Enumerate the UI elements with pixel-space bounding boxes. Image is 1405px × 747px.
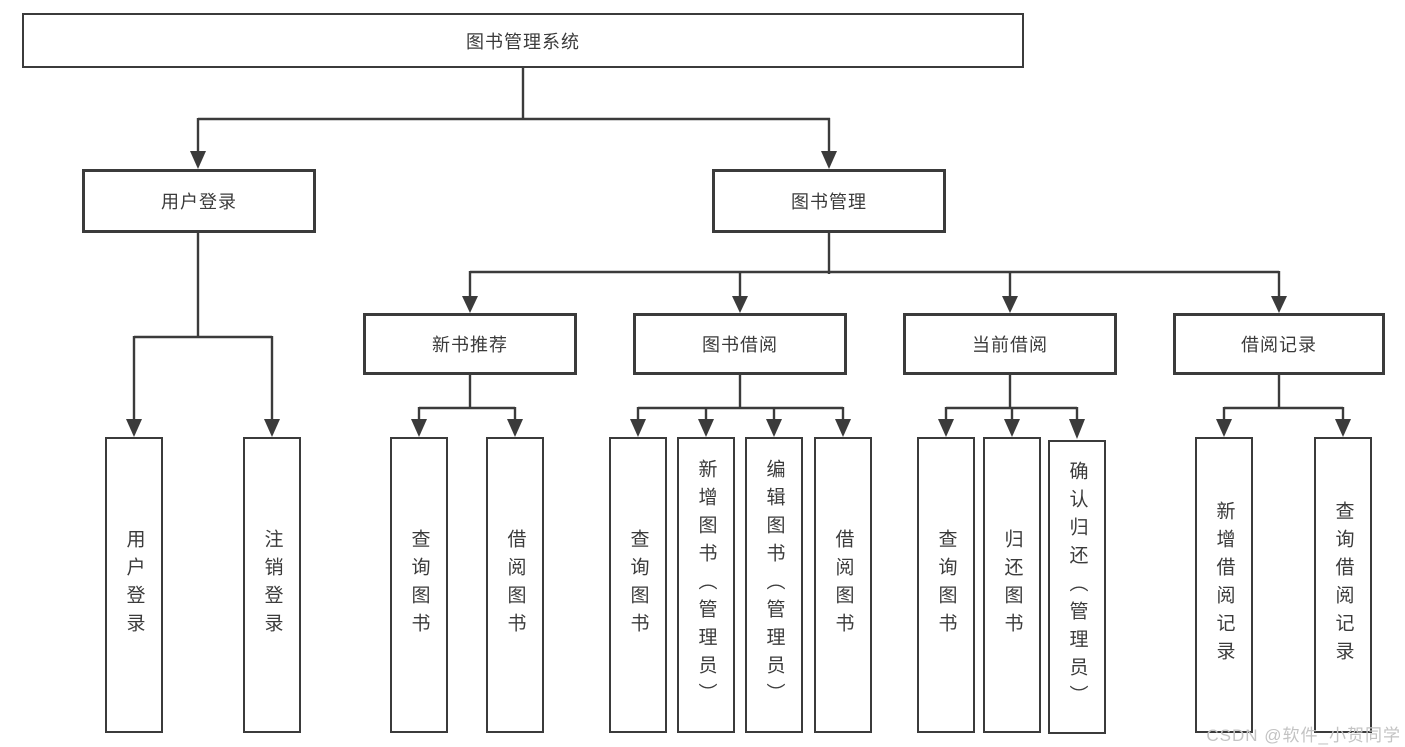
arrow-nb-leaf2 xyxy=(507,419,523,437)
arrow-bb-leaf1 xyxy=(630,419,646,437)
node-new-book-recommendation-label: 新书推荐 xyxy=(432,335,508,355)
node-book-borrowing: 图书借阅 xyxy=(633,313,847,375)
connector-lines xyxy=(132,68,1345,421)
arrow-borrow-records xyxy=(1271,296,1287,313)
leaf-query-books-borrow: 查询图书 xyxy=(609,437,667,733)
arrowheads xyxy=(126,151,1351,439)
node-book-management: 图书管理 xyxy=(712,169,946,233)
node-user-login: 用户登录 xyxy=(82,169,316,233)
arrow-current-borrow xyxy=(1002,296,1018,313)
leaf-borrow-books-recommend: 借阅图书 xyxy=(486,437,544,733)
leaf-edit-books-admin: 编辑图书（管理员） xyxy=(745,437,803,733)
arrow-nb-leaf1 xyxy=(411,419,427,437)
node-borrowing-records: 借阅记录 xyxy=(1173,313,1385,375)
leaf-query-books-current: 查询图书 xyxy=(917,437,975,733)
arrow-book-management xyxy=(821,151,837,169)
leaf-edit-books-admin-label: 编辑图书（管理员） xyxy=(763,459,785,711)
leaf-add-books-admin-label: 新增图书（管理员） xyxy=(695,459,717,711)
arrow-leaf-user-login xyxy=(126,419,142,437)
leaf-borrow-books-label: 借阅图书 xyxy=(832,529,854,641)
arrow-cb-leaf3 xyxy=(1069,419,1085,439)
node-book-management-label: 图书管理 xyxy=(791,192,867,212)
leaf-query-books-current-label: 查询图书 xyxy=(935,529,957,641)
leaf-logout-label: 注销登录 xyxy=(261,529,283,641)
leaf-return-books: 归还图书 xyxy=(983,437,1041,733)
node-current-borrowing: 当前借阅 xyxy=(903,313,1117,375)
node-book-borrowing-label: 图书借阅 xyxy=(702,335,778,355)
leaf-borrow-books: 借阅图书 xyxy=(814,437,872,733)
node-user-login-label: 用户登录 xyxy=(161,192,237,212)
node-library-system-label: 图书管理系统 xyxy=(466,31,580,52)
node-borrowing-records-label: 借阅记录 xyxy=(1241,335,1317,355)
arrow-br-leaf2 xyxy=(1335,419,1351,437)
leaf-return-books-label: 归还图书 xyxy=(1001,529,1023,641)
leaf-user-login-label: 用户登录 xyxy=(123,529,145,641)
arrow-leaf-logout xyxy=(264,419,280,437)
leaf-add-borrow-record-label: 新增借阅记录 xyxy=(1213,501,1235,669)
arrow-bb-leaf4 xyxy=(835,419,851,437)
leaf-query-books-recommend-label: 查询图书 xyxy=(408,529,430,641)
leaf-confirm-return-admin: 确认归还（管理员） xyxy=(1048,440,1106,734)
leaf-add-borrow-record: 新增借阅记录 xyxy=(1195,437,1253,733)
leaf-query-books-recommend: 查询图书 xyxy=(390,437,448,733)
arrow-bb-leaf3 xyxy=(766,419,782,437)
leaf-logout: 注销登录 xyxy=(243,437,301,733)
leaf-query-borrow-record: 查询借阅记录 xyxy=(1314,437,1372,733)
watermark: CSDN @软件_小贺同学 xyxy=(1206,726,1401,745)
arrow-br-leaf1 xyxy=(1216,419,1232,437)
leaf-query-books-borrow-label: 查询图书 xyxy=(627,529,649,641)
arrow-cb-leaf1 xyxy=(938,419,954,437)
arrow-bb-leaf2 xyxy=(698,419,714,437)
arrow-cb-leaf2 xyxy=(1004,419,1020,437)
node-current-borrowing-label: 当前借阅 xyxy=(972,335,1048,355)
leaf-add-books-admin: 新增图书（管理员） xyxy=(677,437,735,733)
arrow-new-book xyxy=(462,296,478,313)
leaf-query-borrow-record-label: 查询借阅记录 xyxy=(1332,501,1354,669)
arrow-user-login xyxy=(190,151,206,169)
leaf-borrow-books-recommend-label: 借阅图书 xyxy=(504,529,526,641)
node-library-system: 图书管理系统 xyxy=(22,13,1024,68)
arrow-book-borrow xyxy=(732,296,748,313)
leaf-confirm-return-admin-label: 确认归还（管理员） xyxy=(1066,461,1088,713)
node-new-book-recommendation: 新书推荐 xyxy=(363,313,577,375)
leaf-user-login: 用户登录 xyxy=(105,437,163,733)
